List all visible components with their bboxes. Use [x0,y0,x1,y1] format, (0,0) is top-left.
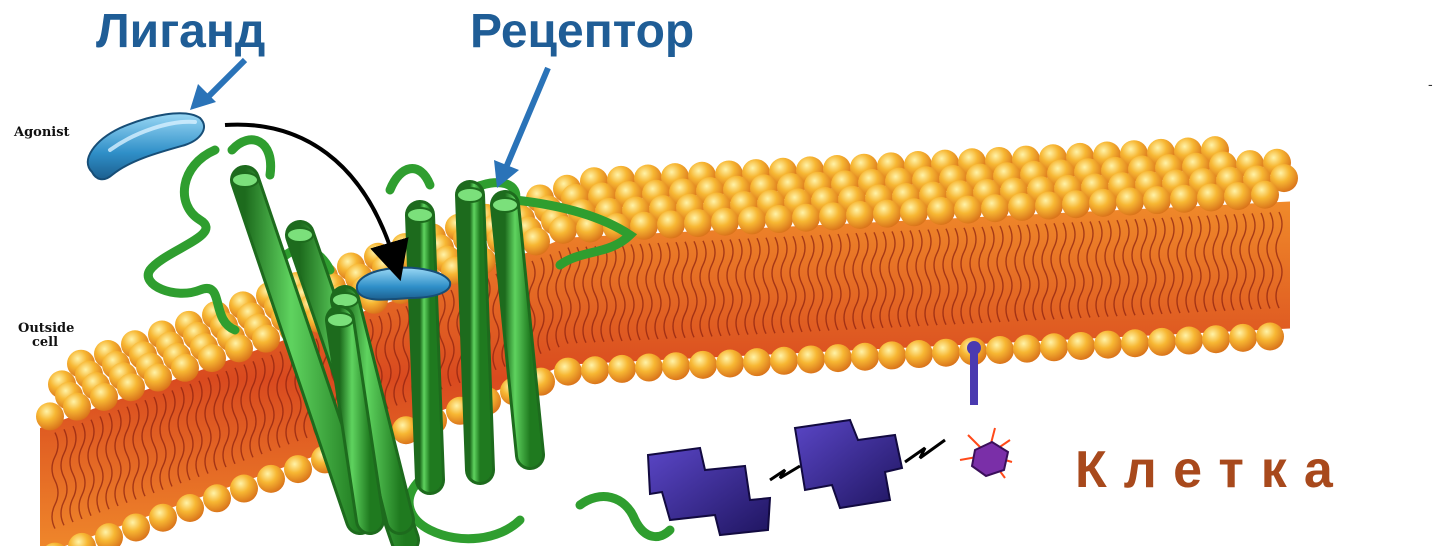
lipid-head [824,344,852,372]
lipid-head [662,352,690,380]
helix-cap [287,228,313,242]
lipid-head [986,336,1014,364]
lipid-head [225,334,253,362]
lipid-head [608,355,636,383]
lipid-head [36,402,64,430]
lipid-head [252,325,280,353]
lipid-head [117,373,145,401]
lipid-head [981,194,1009,222]
helix-cap [332,293,358,307]
lipid-head [954,196,982,224]
lipid-head [1067,332,1095,360]
lipid-head [1143,186,1171,214]
lipid-head [1197,183,1225,211]
lipid-head [1008,193,1036,221]
lipid-head [711,208,739,236]
outside-cell-label-line2: cell [32,335,58,350]
helix-body [470,195,480,470]
lipid-head [1175,327,1203,355]
lipid-head [905,340,933,368]
lipid-head [1116,188,1144,216]
lipid-head [684,209,712,237]
helix-cap [457,188,483,202]
lipid-head [657,210,685,238]
lipid-head [171,354,199,382]
cell-label: Клетка [1075,440,1350,500]
lipid-head [846,201,874,229]
lipid-head [230,475,258,503]
lipid-head [144,364,172,392]
lipid-head [900,198,928,226]
lipid-head [1040,333,1068,361]
lipid-head [176,494,204,522]
lipid-head [554,358,582,386]
lipid-head [743,348,771,376]
lipid-head [1121,329,1149,357]
lipid-head [689,351,717,379]
lipid-head [90,383,118,411]
lipid-head [927,197,955,225]
lipid-head [765,205,793,233]
lipid-head [1202,325,1230,353]
helix-cap [327,313,353,327]
lipid-head [1170,185,1198,213]
lipid-head [873,200,901,228]
lipid-head [1148,328,1176,356]
lipid-head [797,345,825,373]
lipid-head [1089,189,1117,217]
lipid-head [549,216,577,244]
lipid-head [257,465,285,493]
receptor-label: Рецептор [470,4,694,59]
lipid-head [284,455,312,483]
lipid-head [819,202,847,230]
lipid-head [1224,182,1252,210]
helix-cap [492,198,518,212]
lipid-head [149,504,177,532]
lipid-head [1013,335,1041,363]
lipid-head [716,350,744,378]
lipid-head [1256,323,1284,351]
lipid-head [1229,324,1257,352]
agonist-label: Agonist [14,126,70,140]
outside-cell-label: Outside cell [18,322,72,350]
lipid-head [522,227,550,255]
lipid-head [198,344,226,372]
lipid-head [738,206,766,234]
lipid-head [851,343,879,371]
helix-cap [232,173,258,187]
lipid-head [203,484,231,512]
lipid-head [635,354,663,382]
helix-cap [407,208,433,222]
lipid-head [1062,190,1090,218]
bound-ligand-icon [357,268,450,300]
lipid-head [932,339,960,367]
lipid-head [792,204,820,232]
stray-mark: - [1428,76,1433,92]
lipid-head [1035,192,1063,220]
lipid-head [122,513,150,541]
lipid-head [63,393,91,421]
lipid-head [581,356,609,384]
outside-cell-label-line1: Outside [18,321,74,336]
lipid-head [1094,331,1122,359]
lipid-head [1251,181,1279,209]
helix-body [420,215,430,480]
ligand-label: Лиганд [96,4,265,59]
lipid-head [878,341,906,369]
lipid-head [770,347,798,375]
